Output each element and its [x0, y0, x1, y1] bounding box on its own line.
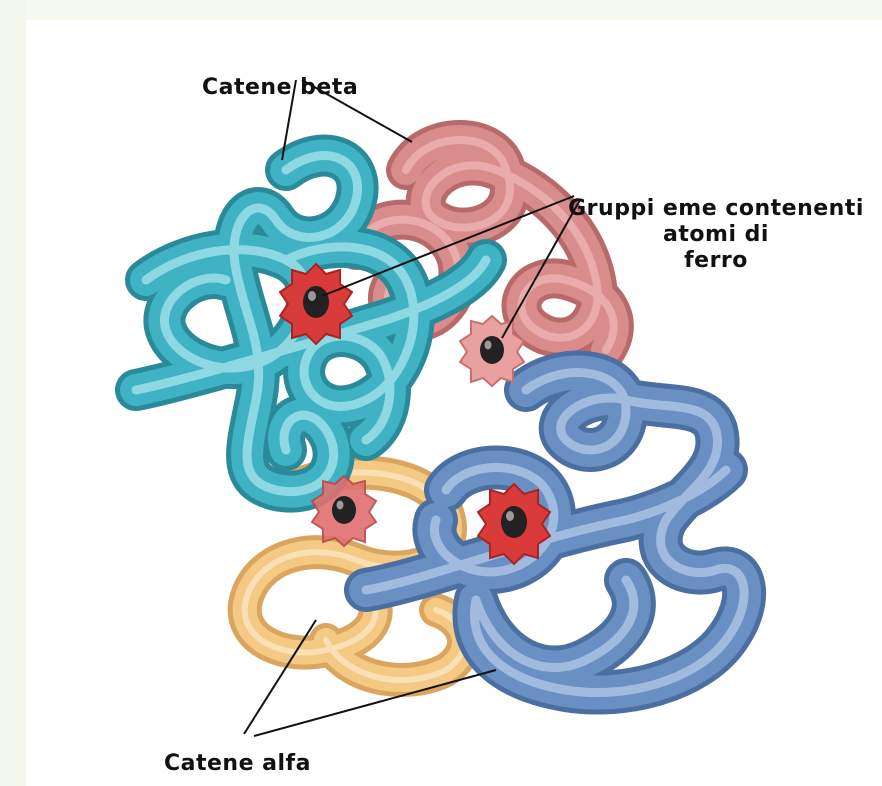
top-border-band: [0, 0, 882, 20]
left-border-band: [0, 0, 26, 786]
beta-chains-label: Catene beta: [202, 75, 358, 101]
hemoglobin-svg: [26, 20, 882, 786]
heme-label-line-3: ferro: [536, 248, 882, 274]
alpha-chain-blue: [366, 373, 744, 693]
heme-groups-label: Gruppi eme contenenti atomi di ferro: [536, 196, 882, 274]
heme-label-line-2: atomi di: [536, 222, 882, 248]
alpha-chains-label: Catene alfa: [164, 751, 311, 777]
heme-label-line-1: Gruppi eme contenenti: [536, 196, 882, 222]
hemoglobin-illustration: Catene beta Gruppi eme contenenti atomi …: [26, 20, 882, 786]
